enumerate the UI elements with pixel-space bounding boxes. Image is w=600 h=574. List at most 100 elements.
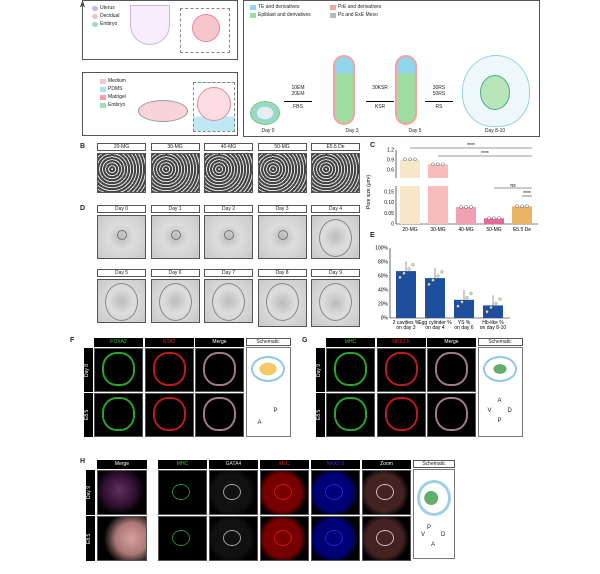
day-label: Day 9 — [311, 269, 360, 277]
arrow-top-label: 30RS 50RS — [432, 85, 446, 97]
x-tick-label: Egg cylinder % — [418, 320, 452, 326]
schematic-label: Schematic — [413, 460, 455, 468]
embryo-inset — [192, 14, 220, 42]
y-tick-label: 0.05 — [384, 211, 394, 217]
panel-label-c: C — [370, 142, 376, 149]
panel-label-e: E — [370, 232, 375, 239]
arrow-line — [366, 101, 394, 102]
tissue-signal — [384, 397, 418, 431]
embryo-outline — [158, 283, 192, 321]
axis-label: A — [257, 420, 262, 426]
schematic-drawing — [417, 480, 451, 516]
data-point — [464, 205, 468, 209]
data-point — [460, 300, 464, 304]
significance-label: **** — [467, 143, 475, 149]
uterus-legend-item: Uterus — [92, 5, 115, 11]
row-label: Day 8 — [84, 348, 93, 392]
arrow-bottom-label: FBS — [293, 104, 303, 110]
culture-legend-item: Medium — [100, 78, 126, 84]
embryo-day0 — [250, 101, 280, 125]
embryo-outline — [319, 283, 352, 321]
channel-image — [311, 470, 360, 515]
y-tick-label: 40% — [378, 288, 389, 294]
channel-image — [260, 470, 309, 515]
success-rate-chart: 0%20%40%60%80%100%2 cavities %on day 3Eg… — [375, 246, 510, 331]
x-tick-label: 30-MG — [430, 227, 445, 232]
data-point — [487, 216, 491, 220]
tissue-signal — [102, 352, 135, 386]
sem-label: E5.5 De — [311, 143, 360, 151]
sem-label: 20-MG — [97, 143, 146, 151]
culture-legend-item: Embryo — [100, 102, 125, 108]
culture-dish — [138, 100, 188, 122]
data-point — [436, 162, 440, 167]
channel-image — [209, 516, 258, 561]
channel-label: Merge — [427, 338, 476, 347]
axis-break — [393, 178, 542, 186]
arrow-top-label: 30KSR — [372, 85, 388, 91]
sem-label: 40-MG — [204, 143, 253, 151]
tissue-signal — [203, 352, 236, 386]
significance-label: **** — [523, 191, 531, 197]
embryo-day3 — [333, 55, 355, 125]
y-tick-label: 80% — [378, 260, 389, 266]
row-label: E8.5 — [86, 516, 95, 561]
channel-label: MHC — [326, 338, 375, 347]
data-point — [413, 157, 417, 162]
data-point — [469, 291, 473, 296]
data-point — [520, 204, 524, 208]
axis-label: V — [487, 408, 492, 414]
merge-image — [97, 516, 147, 561]
schematic-drawing — [482, 356, 517, 382]
sem-image — [204, 153, 253, 193]
data-point — [431, 278, 435, 282]
lineage-legend-item: Epiblast and derivatives — [250, 12, 311, 18]
tissue-signal — [152, 352, 186, 386]
y-tick-label: 0% — [381, 316, 389, 322]
row-label: E8.5 — [316, 393, 325, 437]
bar — [428, 164, 448, 224]
uterus-legend-item: Embryo — [92, 21, 117, 27]
sem-label: 30-MG — [150, 143, 200, 151]
heart-signal — [325, 530, 343, 546]
data-point — [489, 305, 493, 310]
axis-label: D — [507, 408, 512, 414]
data-point — [436, 274, 440, 278]
channel-label: GATA4 — [209, 460, 258, 469]
x-tick-label: 50-MG — [486, 227, 501, 232]
embryo-outline — [105, 283, 138, 321]
sem-image — [311, 153, 360, 193]
channel-label: GTA2 — [144, 338, 194, 347]
tissue-signal — [152, 397, 186, 431]
data-point — [398, 275, 402, 279]
data-point — [465, 296, 469, 300]
x-tick-label: E5.5 De — [513, 227, 531, 232]
heart-signal — [172, 530, 190, 546]
lineage-legend-item: TE and derivatives — [250, 4, 299, 10]
x-tick-label: YS % — [458, 320, 471, 326]
x-tick-label: Hb-like % — [482, 320, 504, 326]
panel-label-d: D — [80, 205, 86, 212]
bar — [512, 206, 532, 224]
y-tick-label: 1.2 — [387, 148, 394, 154]
day-label: Day 1 — [150, 205, 200, 213]
merge-label: Merge — [97, 460, 147, 469]
bar — [483, 305, 503, 318]
day-label: Day 8 — [257, 269, 307, 277]
data-point — [408, 157, 412, 162]
day-label: Day 5 — [97, 269, 146, 277]
heart-signal — [274, 484, 292, 500]
data-point — [497, 216, 501, 220]
brightfield-image — [97, 215, 146, 259]
data-point — [427, 282, 431, 286]
matrigel-inset — [197, 87, 231, 121]
heart-signal — [274, 530, 292, 546]
heart-signal — [223, 484, 241, 500]
schematic-drawing — [250, 356, 285, 382]
tissue-signal — [435, 397, 468, 431]
y-tick-label: 0 — [391, 222, 394, 228]
sem-image — [257, 153, 307, 193]
data-point — [403, 157, 407, 162]
tissue-signal — [384, 352, 418, 386]
